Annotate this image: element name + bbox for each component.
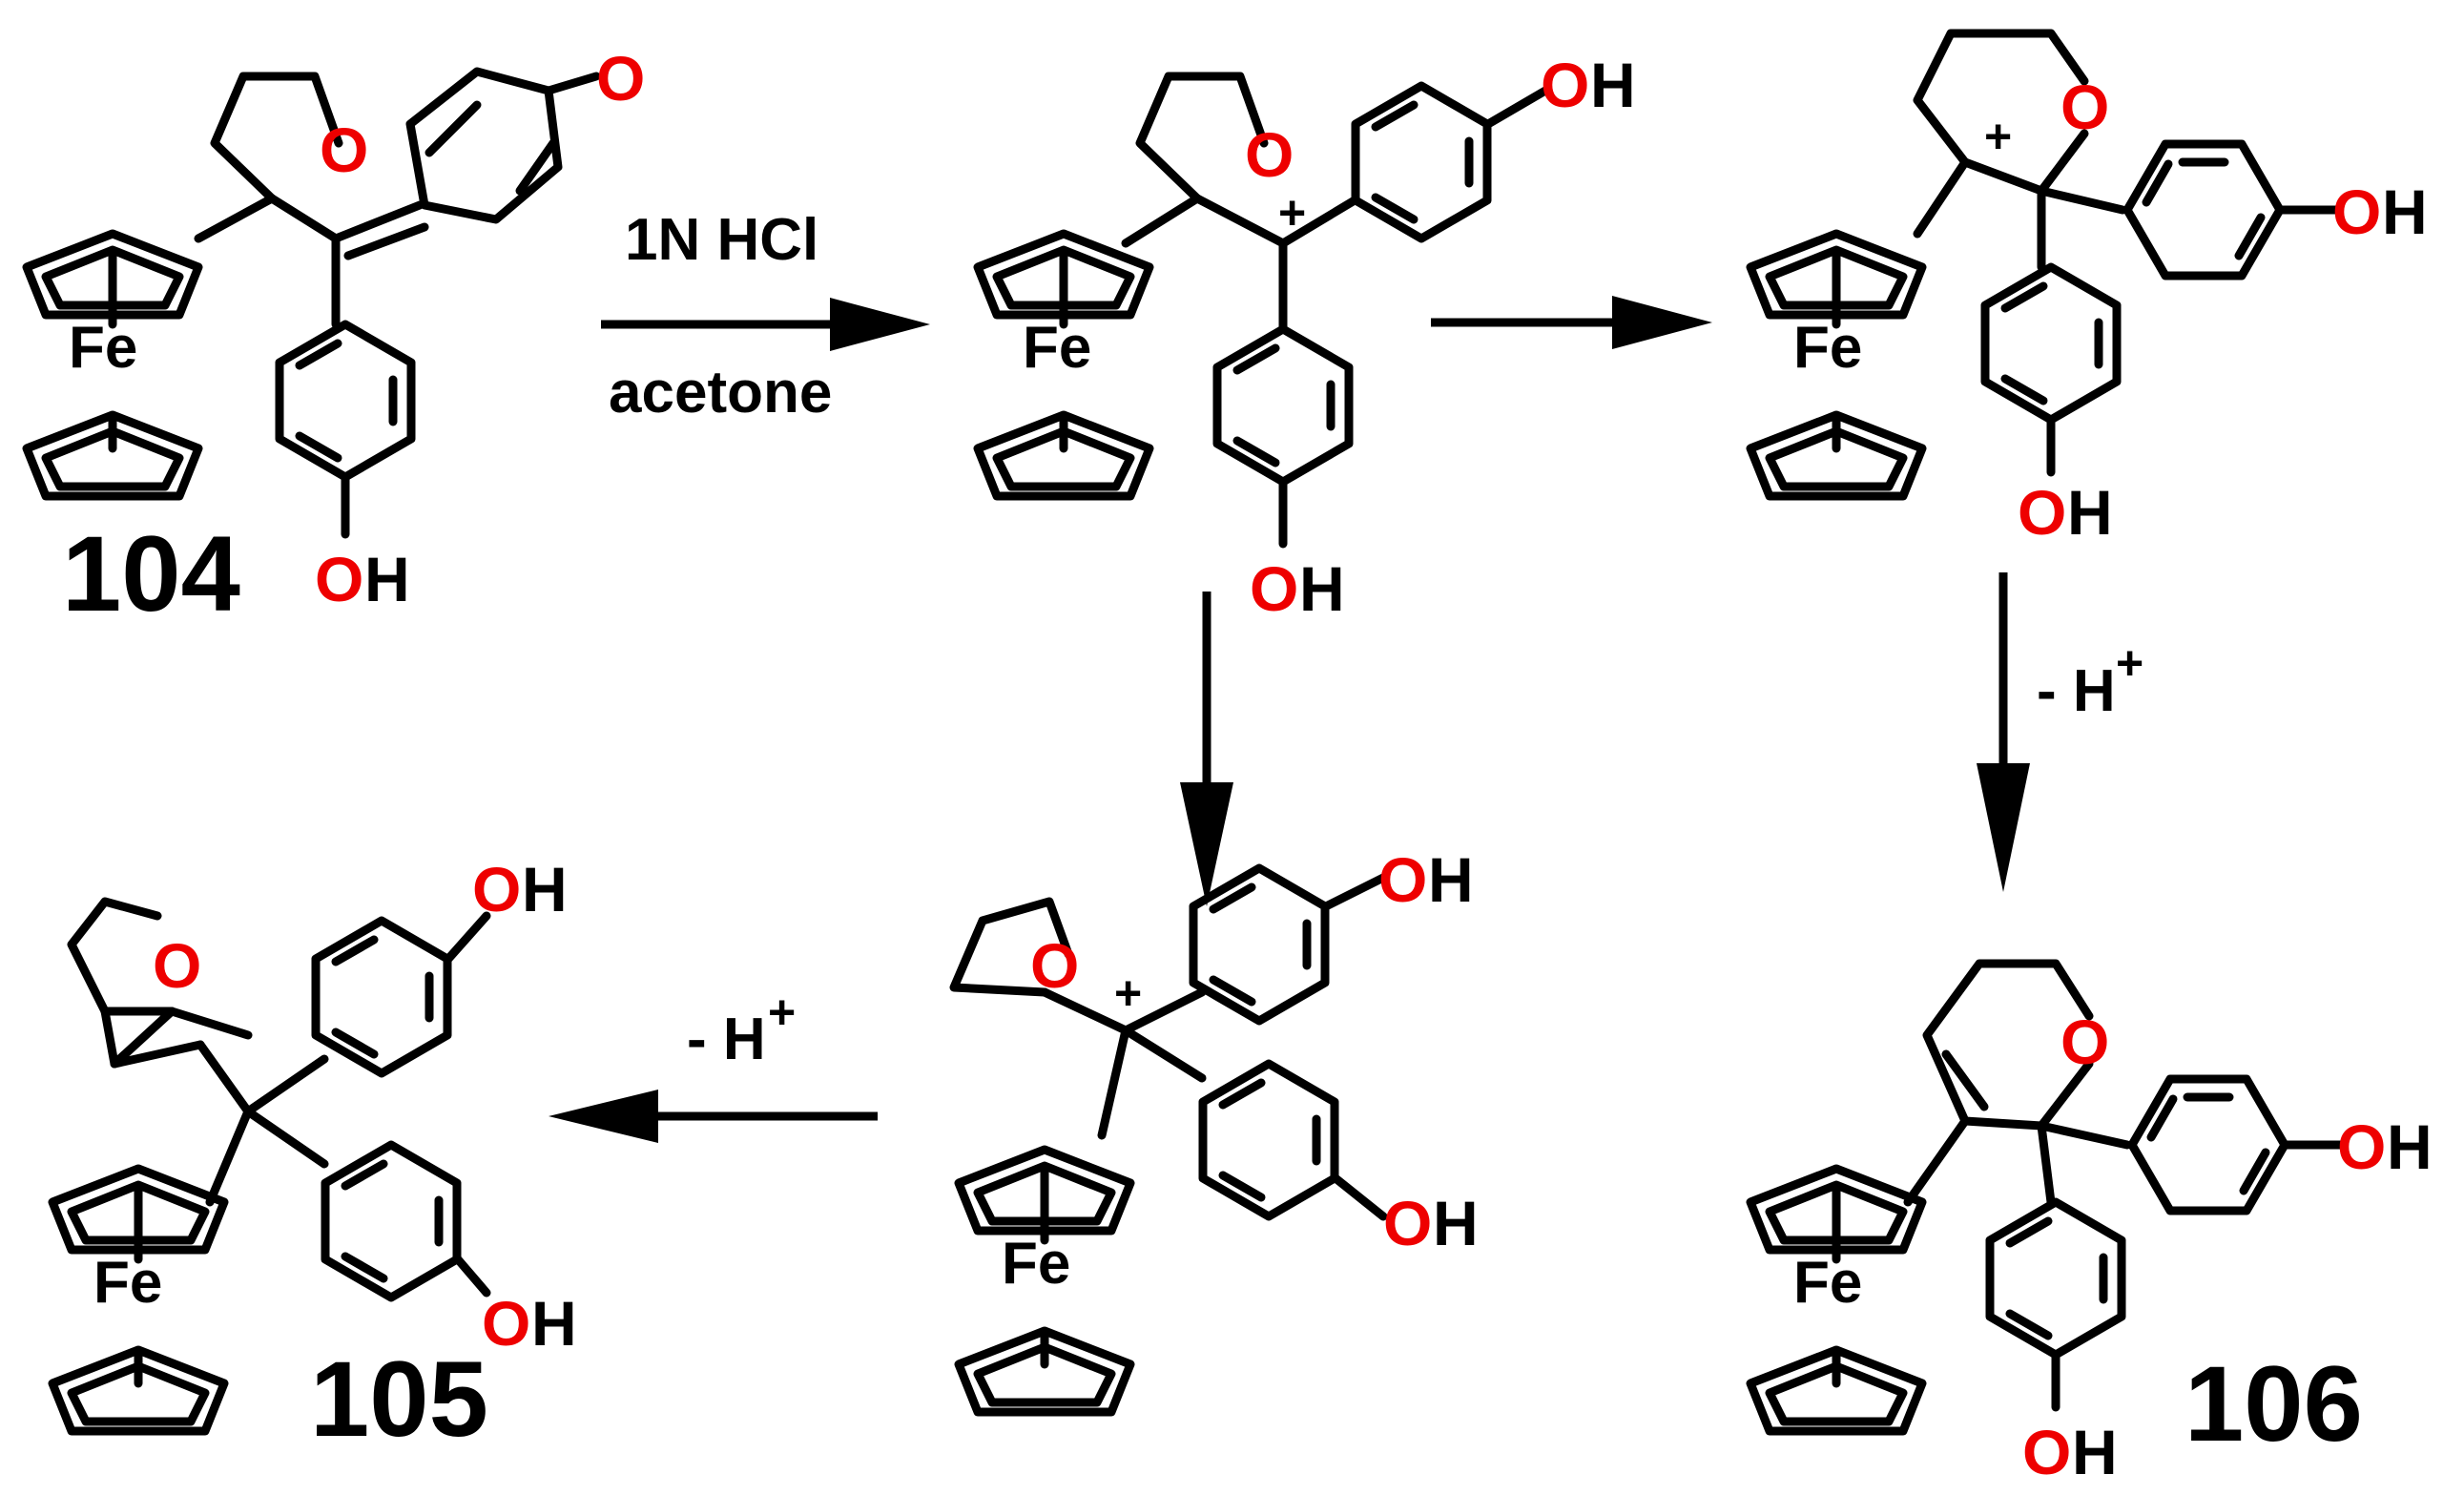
hydroxyl-h-label: H: [1433, 1188, 1479, 1258]
oxygen-label: O: [1245, 119, 1294, 190]
compound-number-105: 105: [310, 1339, 488, 1459]
charge-label: +: [1114, 966, 1142, 1020]
fe-label: Fe: [1793, 1250, 1862, 1316]
oxygen-label: O: [1030, 930, 1079, 1001]
hydroxyl-h-label: H: [2387, 1111, 2433, 1182]
hydroxyl-h-label: H: [522, 854, 568, 924]
fe-label: Fe: [1793, 315, 1862, 381]
oxygen-label: O: [320, 114, 368, 185]
hydroxyl-o-label: O: [482, 1288, 530, 1359]
hydroxyl-o-label: O: [472, 854, 521, 924]
compound-104: Fe O O O H 104: [27, 43, 645, 633]
fe-label: Fe: [1023, 315, 1091, 381]
compound-106: O O H O H Fe 106: [1750, 959, 2433, 1487]
hydroxyl-o-label: O: [1250, 553, 1298, 624]
charge-label: +: [1984, 110, 2012, 163]
deprotonation-label-left: - H: [687, 1007, 766, 1072]
deprotonation-charge-left: +: [768, 986, 796, 1039]
oxygen-label: O: [2060, 1007, 2109, 1077]
hydroxyl-o-label: O: [1383, 1188, 1432, 1258]
hydroxyl-o-label: O: [2018, 477, 2066, 548]
hydroxyl-h-label: H: [1590, 50, 1636, 120]
hydroxyl-h-label: H: [2072, 1417, 2118, 1487]
hydroxyl-h-label: H: [2382, 176, 2428, 247]
compound-number-104: 104: [62, 514, 240, 633]
arrow-step-4: - H +: [1977, 572, 2143, 892]
fe-label: Fe: [93, 1250, 162, 1316]
hydroxyl-o-label: O: [2022, 1417, 2071, 1487]
hydroxyl-o-label: O: [1541, 50, 1589, 120]
ketone-oxygen-label: O: [596, 43, 645, 114]
hydroxyl-h-label: H: [364, 544, 410, 614]
reagent-label: 1N HCl: [625, 207, 818, 273]
fe-label-104: Fe: [69, 315, 137, 381]
hydroxyl-h-label: H: [2067, 477, 2113, 548]
deprotonation-charge-right: +: [2116, 636, 2143, 690]
hydroxyl-o-label: O: [1378, 844, 1427, 915]
hydroxyl-o-label: O: [2332, 176, 2381, 247]
hydroxyl-o-label: O: [2337, 1111, 2386, 1182]
solvent-label: acetone: [609, 360, 832, 426]
deprotonation-label-right: - H: [2037, 658, 2116, 724]
arrow-step-5: - H +: [549, 986, 878, 1143]
arrow-step-3: [1180, 592, 1233, 906]
fe-label: Fe: [1002, 1231, 1070, 1297]
hydroxyl-h-label: H: [531, 1288, 577, 1359]
intermediate-cation-3: O + O H O H Fe: [949, 844, 1479, 1412]
oxygen-label: O: [2060, 72, 2109, 142]
arrow-step-1: 1N HCl acetone: [601, 207, 930, 426]
arrow-step-2: [1431, 296, 1712, 349]
hydroxyl-h-label: H: [1299, 553, 1345, 624]
compound-105: O O H O H Fe 105: [52, 854, 577, 1459]
intermediate-cation-2: Fe O + O H O H: [1750, 29, 2428, 548]
intermediate-cation-1: Fe O + O H O H: [978, 50, 1636, 624]
hydroxyl-o-label: O: [315, 544, 363, 614]
hydroxyl-h-label: H: [1428, 844, 1474, 915]
oxygen-label: O: [153, 930, 201, 1001]
compound-number-106: 106: [2184, 1344, 2363, 1464]
